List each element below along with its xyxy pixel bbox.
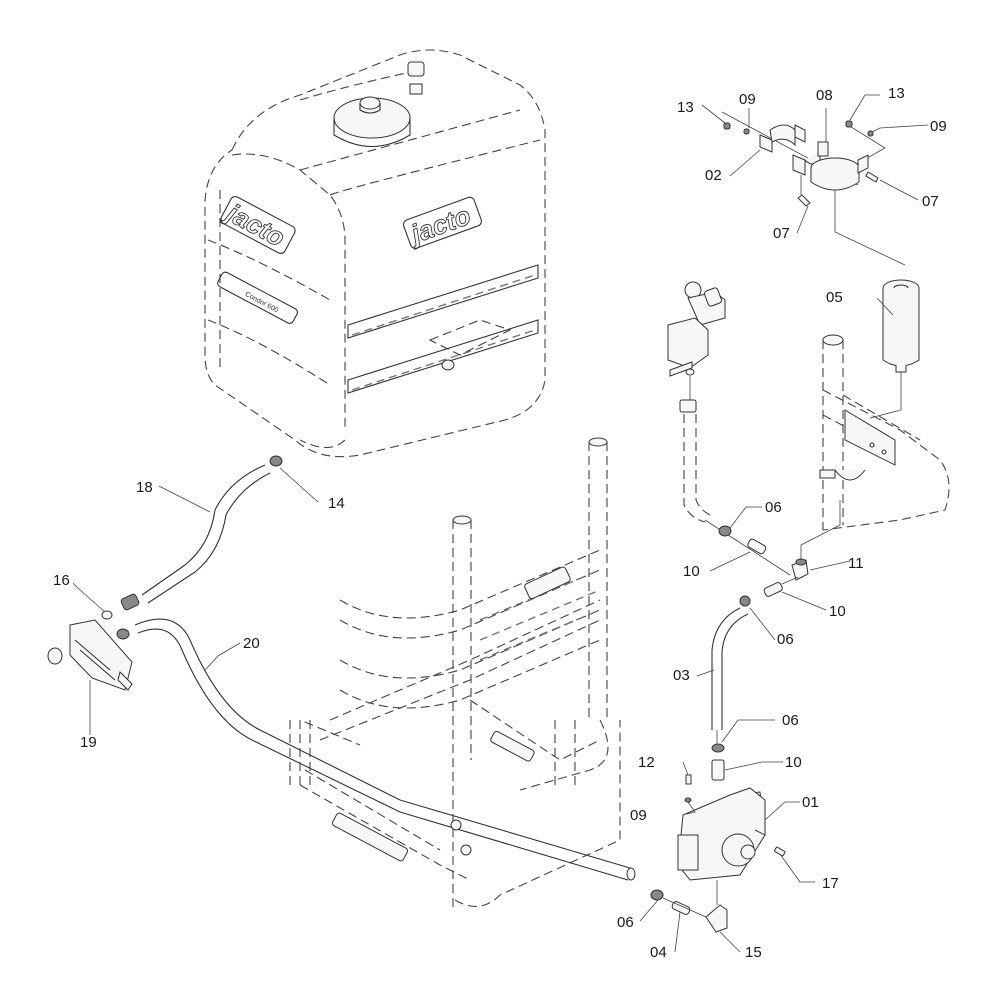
callout-06-mid: 06	[777, 631, 794, 648]
tank-straps	[347, 264, 539, 394]
callout-09-left: 09	[739, 91, 756, 108]
hose-clamp-06	[718, 525, 732, 537]
hose-03	[711, 607, 749, 745]
hose-clamp-14	[269, 455, 283, 467]
callout-07-left: 07	[773, 225, 790, 242]
suction-hose-18	[101, 455, 283, 620]
washer-09c	[684, 797, 692, 803]
callout-10-mid: 10	[829, 603, 846, 620]
callout-09-pump: 09	[630, 807, 647, 824]
hose-20	[116, 618, 636, 881]
elbow-15	[705, 904, 728, 933]
cylinder-filter-05	[869, 279, 920, 419]
clamp-half-02	[759, 124, 821, 176]
screw-12	[685, 774, 692, 785]
callout-08: 08	[816, 87, 833, 104]
washer-09-right	[867, 130, 874, 137]
callout-17: 17	[822, 875, 839, 892]
filler-cap	[333, 96, 411, 148]
pump-inlet-fittings	[650, 889, 728, 933]
callout-13-right: 13	[888, 85, 905, 102]
callout-20: 20	[243, 635, 260, 652]
callout-03: 03	[673, 667, 690, 684]
callout-09-right: 09	[930, 118, 947, 135]
hose-clamp-06d	[650, 889, 664, 901]
callout-04: 04	[650, 944, 667, 961]
bolt-07-left	[797, 175, 811, 207]
return-hose	[679, 399, 711, 523]
callout-07-right: 07	[922, 193, 939, 210]
callout-18: 18	[136, 479, 153, 496]
callout-leaders	[72, 94, 929, 953]
callout-06-bottom: 06	[617, 914, 634, 931]
callout-06-upper: 06	[765, 499, 782, 516]
hose-clamp-06b	[739, 595, 751, 607]
brand-logo-right: jacto	[402, 196, 482, 250]
sprayer-frame	[289, 437, 621, 910]
hose-clamp-06c	[711, 743, 725, 753]
callout-01: 01	[802, 794, 819, 811]
brand-logo-text: jacto	[220, 196, 290, 252]
washer-09-left	[743, 128, 750, 135]
nut-13-left	[723, 122, 731, 130]
callout-05: 05	[826, 289, 843, 306]
callout-14: 14	[328, 495, 345, 512]
callout-02: 02	[705, 167, 722, 184]
callout-11: 11	[848, 555, 864, 572]
brand-logo-left: jacto	[219, 196, 296, 254]
hose-nipple-10	[747, 538, 767, 555]
callout-13-left: 13	[677, 99, 694, 116]
callout-10-lower: 10	[785, 754, 802, 771]
callout-15: 15	[745, 944, 762, 961]
callout-10-upper: 10	[683, 563, 700, 580]
clamp-bracket-08	[810, 141, 869, 191]
hose-nipple-10c	[711, 759, 725, 781]
seal-ring-16	[101, 610, 113, 620]
tank: jacto jacto Condor 600	[204, 49, 546, 458]
callout-16: 16	[53, 572, 70, 589]
pump-01	[677, 743, 786, 905]
suction-filter-19	[47, 619, 133, 735]
callout-12: 12	[638, 754, 655, 771]
tank-outlet	[428, 319, 512, 371]
callout-19: 19	[80, 734, 97, 751]
control-valve	[667, 281, 726, 400]
hose-nipple-04	[671, 901, 691, 915]
tank-model-label: Condor 600	[217, 271, 298, 324]
mount-bracket	[819, 334, 950, 531]
fittings-upper	[704, 500, 841, 607]
bolt-07-right	[865, 171, 879, 183]
hose-nipple-10b	[763, 582, 783, 597]
clamp-assembly	[721, 111, 906, 266]
nut-13-right	[845, 120, 853, 128]
tank-top-valve	[407, 61, 425, 95]
key-17	[774, 846, 786, 857]
callout-06-lower: 06	[782, 712, 799, 729]
